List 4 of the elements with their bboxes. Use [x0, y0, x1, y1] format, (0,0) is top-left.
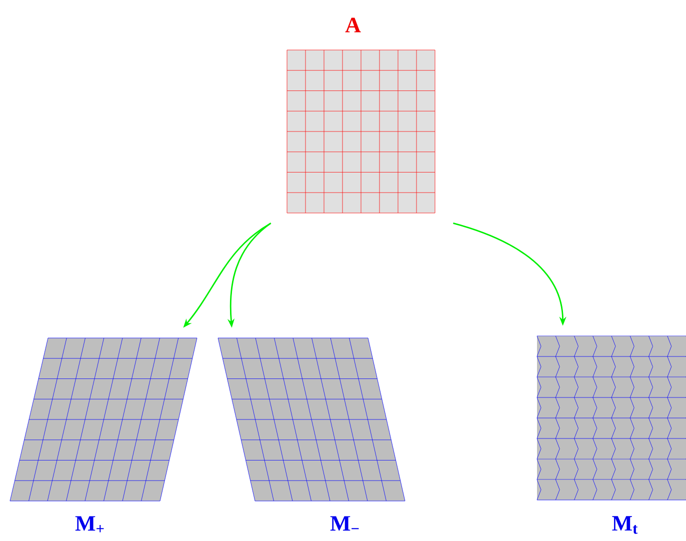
grid-label: M$_{t}$: [612, 516, 638, 534]
grid-label: M$_{+}$: [75, 516, 104, 532]
grid-label: M$_{−}$: [330, 516, 359, 531]
grid-label: A: [345, 18, 361, 32]
